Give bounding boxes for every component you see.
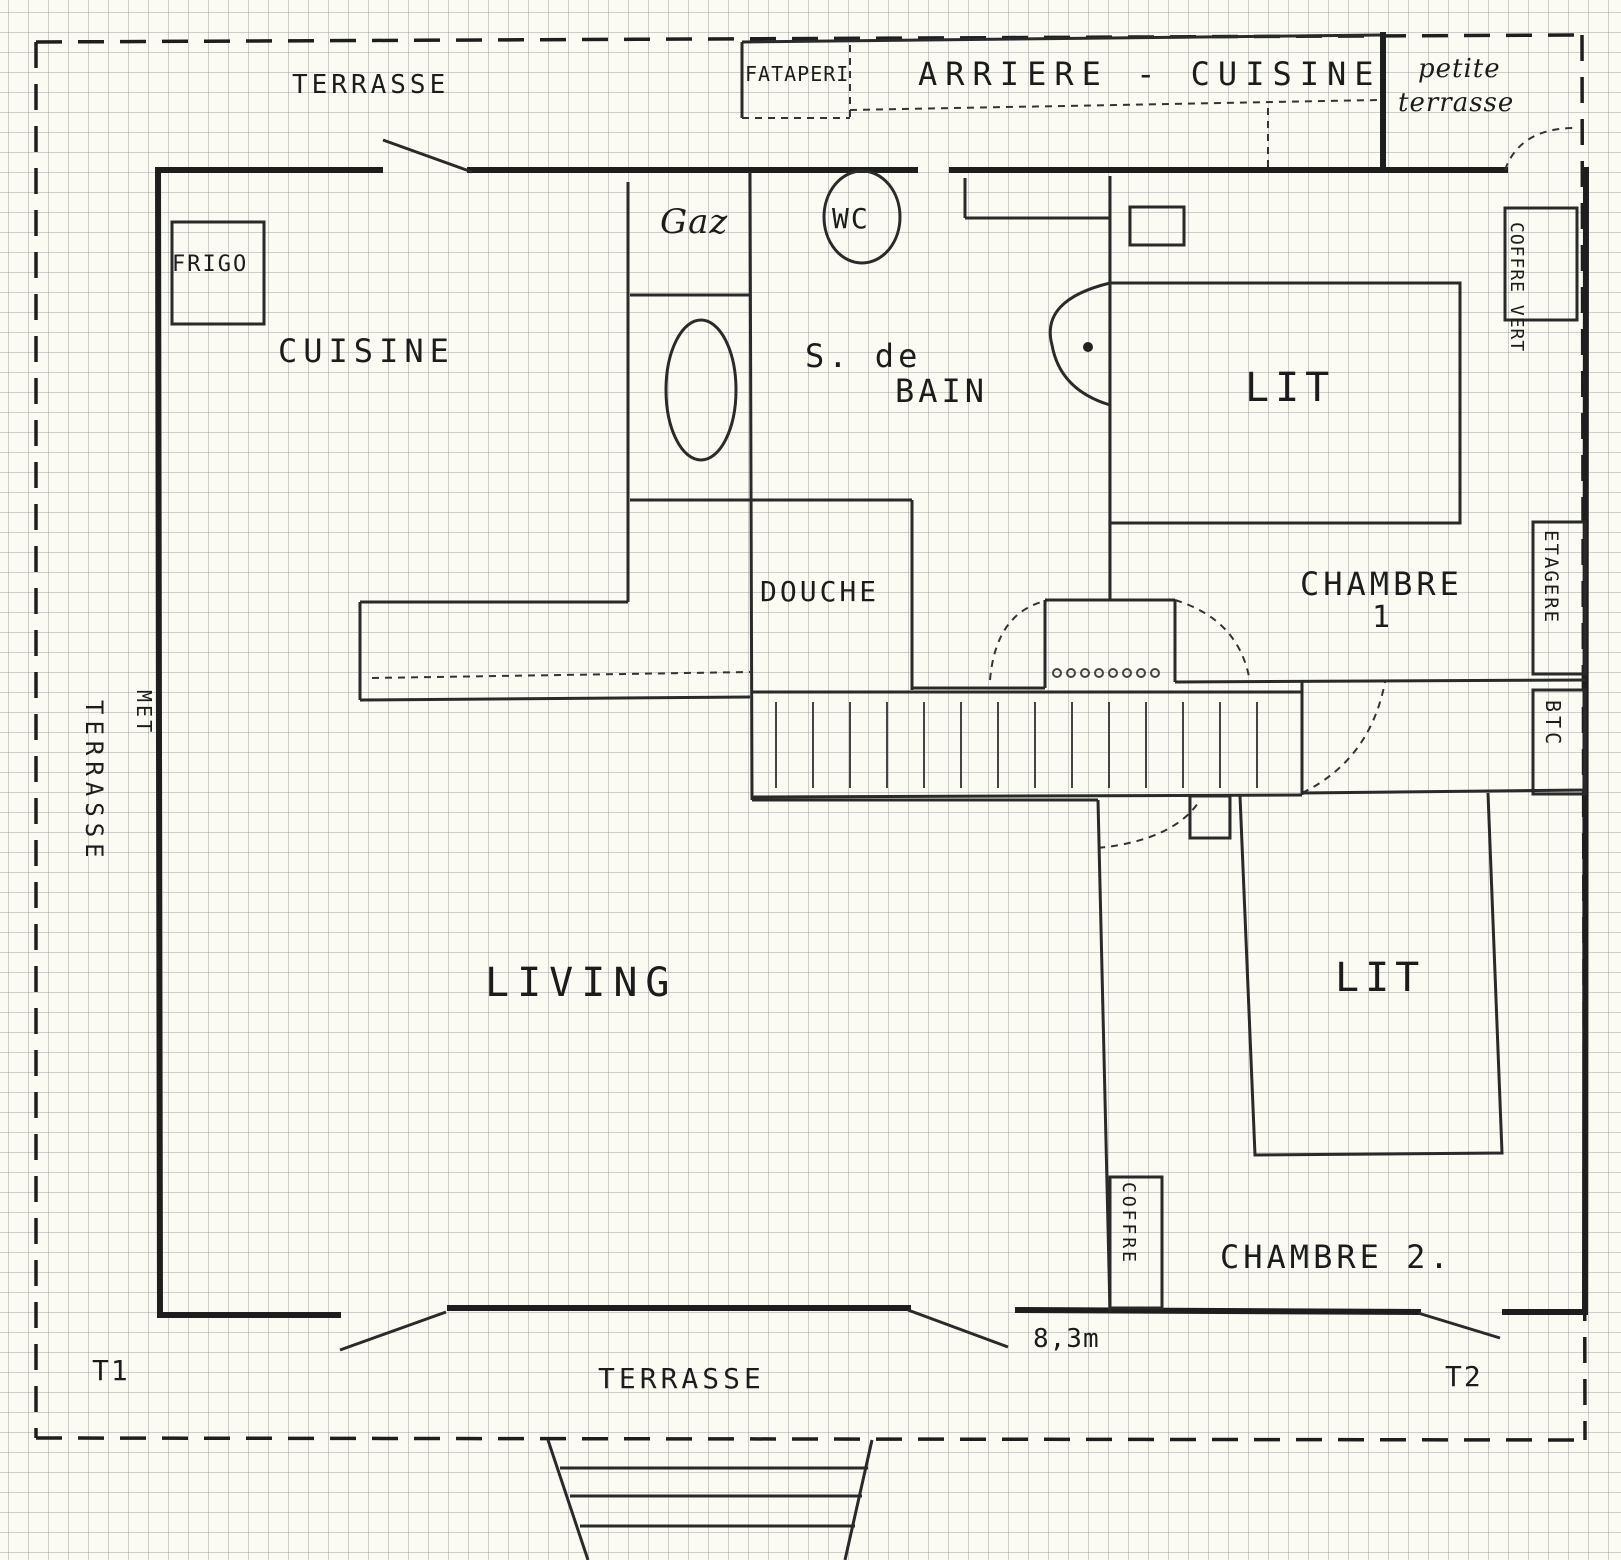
label-lit-2: LIT	[1335, 955, 1426, 1001]
fixtures	[170, 169, 1587, 1310]
label-terrasse-left: TERRASSE	[80, 700, 108, 864]
label-terrasse-bottom: TERRASSE	[598, 1362, 765, 1395]
label-fataperi: FATAPERI	[745, 62, 850, 86]
label-gaz: Gaz	[660, 202, 729, 242]
label-t1: T1	[92, 1354, 130, 1387]
label-arriere-cuisine: ARRIERE - CUISINE	[918, 55, 1382, 93]
label-petite: petite	[1418, 54, 1501, 84]
handrail-dot	[1136, 668, 1146, 678]
handrail-dot	[1108, 668, 1118, 678]
label-chambre-1: CHAMBRE	[1300, 565, 1463, 603]
stair-handrail-dots	[1052, 668, 1160, 678]
label-coffre: COFFRE	[1118, 1182, 1139, 1266]
label-dimension: 8,3m	[1033, 1324, 1100, 1354]
label-met: MET	[132, 690, 156, 736]
handrail-dot	[1052, 668, 1062, 678]
handrail-dot	[1150, 668, 1160, 678]
label-t2: T2	[1445, 1360, 1483, 1393]
stair-steps	[775, 702, 1258, 788]
handrail-dot	[1122, 668, 1132, 678]
handrail-dot	[1066, 668, 1076, 678]
label-chambre-1-number: 1	[1372, 600, 1395, 635]
label-frigo: FRIGO	[172, 252, 249, 277]
label-btc: BTC	[1541, 700, 1565, 749]
label-lit-1: LIT	[1245, 365, 1336, 411]
label-etagere: ETAGERE	[1540, 530, 1562, 625]
label-bain: BAIN	[895, 372, 989, 410]
terrace-boundary	[34, 33, 1587, 1442]
label-cuisine: CUISINE	[278, 332, 455, 370]
label-wc: WC	[832, 202, 870, 235]
label-chambre-2: CHAMBRE 2.	[1220, 1238, 1453, 1276]
label-s-de: S. de	[805, 337, 922, 375]
label-douche: DOUCHE	[760, 575, 880, 608]
label-terrasse-top: TERRASSE	[292, 70, 450, 100]
arriere-cuisine-annex	[740, 32, 1386, 171]
entrance-steps	[546, 1439, 874, 1560]
handrail-dot	[1094, 668, 1104, 678]
interior-walls	[358, 171, 1587, 1313]
handrail-dot	[1080, 668, 1090, 678]
doors	[339, 127, 1576, 1352]
label-living: LIVING	[485, 960, 678, 1006]
label-terrasse-small: terrasse	[1398, 88, 1515, 118]
label-coffre-vert: COFFRE VERT	[1506, 222, 1527, 353]
